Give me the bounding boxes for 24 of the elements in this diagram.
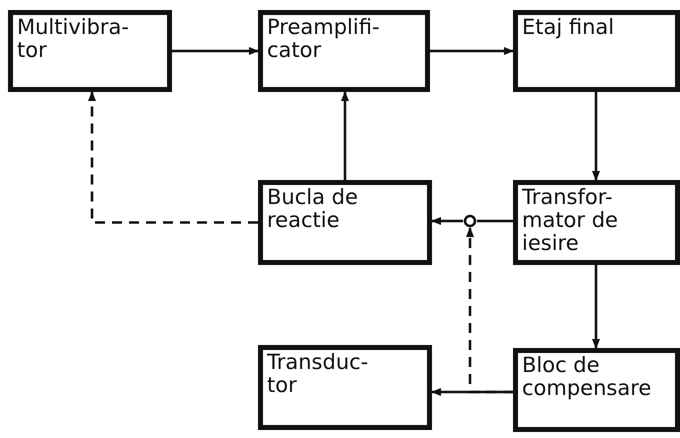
- block-box: [258, 345, 432, 430]
- arrow: [431, 217, 463, 225]
- block-label: Transduc- tor: [267, 351, 370, 397]
- junction-circle: [463, 214, 477, 228]
- block-label: Bloc de compensare: [522, 354, 652, 400]
- block-label: Multivibra- tor: [17, 16, 130, 62]
- connector-line: [477, 220, 513, 222]
- dashed-arrow: [88, 91, 258, 224]
- arrow: [341, 91, 349, 180]
- block-box: [513, 180, 680, 265]
- arrow: [430, 47, 514, 55]
- block-box: [8, 10, 172, 92]
- block-label: Transfor- mator de iesire: [522, 186, 619, 255]
- arrow: [592, 265, 600, 349]
- arrow: [172, 47, 259, 55]
- arrow: [592, 92, 600, 181]
- block-box: [513, 10, 680, 92]
- block-label: Etaj final: [522, 16, 616, 39]
- block-label: Bucla de reactie: [267, 186, 359, 232]
- block-box: [258, 10, 430, 92]
- block-label: Preamplifi- cator: [267, 16, 381, 62]
- dashed-arrow: [466, 227, 513, 394]
- block-box: [513, 348, 680, 432]
- block-box: [258, 180, 432, 265]
